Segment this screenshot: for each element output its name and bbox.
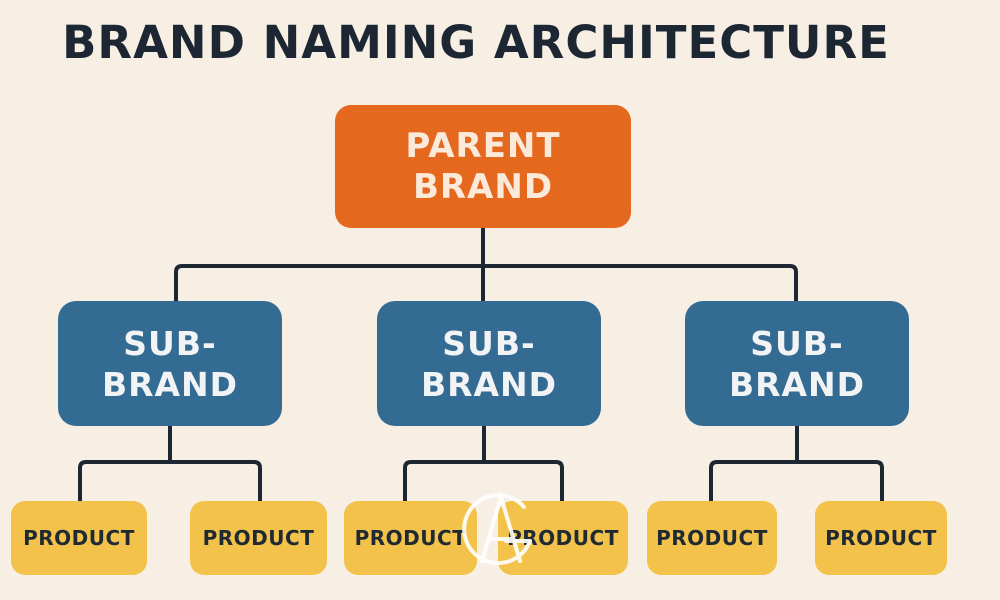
sub-brand-label-line1: SUB- xyxy=(750,323,844,363)
connector-sub1-bus xyxy=(78,460,262,503)
product-label: PRODUCT xyxy=(354,526,467,550)
sub-brand-label-line2: BRAND xyxy=(101,364,239,404)
sub-brand-label-line2: BRAND xyxy=(420,364,558,404)
sub-brand-label-line2: BRAND xyxy=(728,364,866,404)
sub-brand-label-line1: SUB- xyxy=(442,323,536,363)
watermark-logo-icon xyxy=(462,489,532,566)
sub-brand-node-2: SUB- BRAND xyxy=(377,301,601,426)
parent-brand-node: PARENT BRAND xyxy=(335,105,631,228)
diagram-title: BRAND NAMING ARCHITECTURE xyxy=(62,16,890,69)
sub-brand-node-1: SUB- BRAND xyxy=(58,301,282,426)
sub-brand-node-3: SUB- BRAND xyxy=(685,301,909,426)
sub-brand-label-line1: SUB- xyxy=(123,323,217,363)
product-node-2: PRODUCT xyxy=(190,501,327,575)
product-node-3: PRODUCT xyxy=(344,501,477,575)
connector-sub3-bus xyxy=(709,460,884,503)
product-node-1: PRODUCT xyxy=(11,501,147,575)
product-node-6: PRODUCT xyxy=(815,501,947,575)
connector-parent-bus xyxy=(174,264,798,303)
product-label: PRODUCT xyxy=(656,526,768,550)
product-label: PRODUCT xyxy=(202,526,315,550)
product-label: PRODUCT xyxy=(23,526,135,550)
product-label: PRODUCT xyxy=(825,526,937,550)
parent-brand-label-line1: PARENT xyxy=(405,125,561,166)
parent-brand-label-line2: BRAND xyxy=(412,166,554,207)
product-node-5: PRODUCT xyxy=(647,501,777,575)
connector-sub2-bus xyxy=(403,460,564,503)
